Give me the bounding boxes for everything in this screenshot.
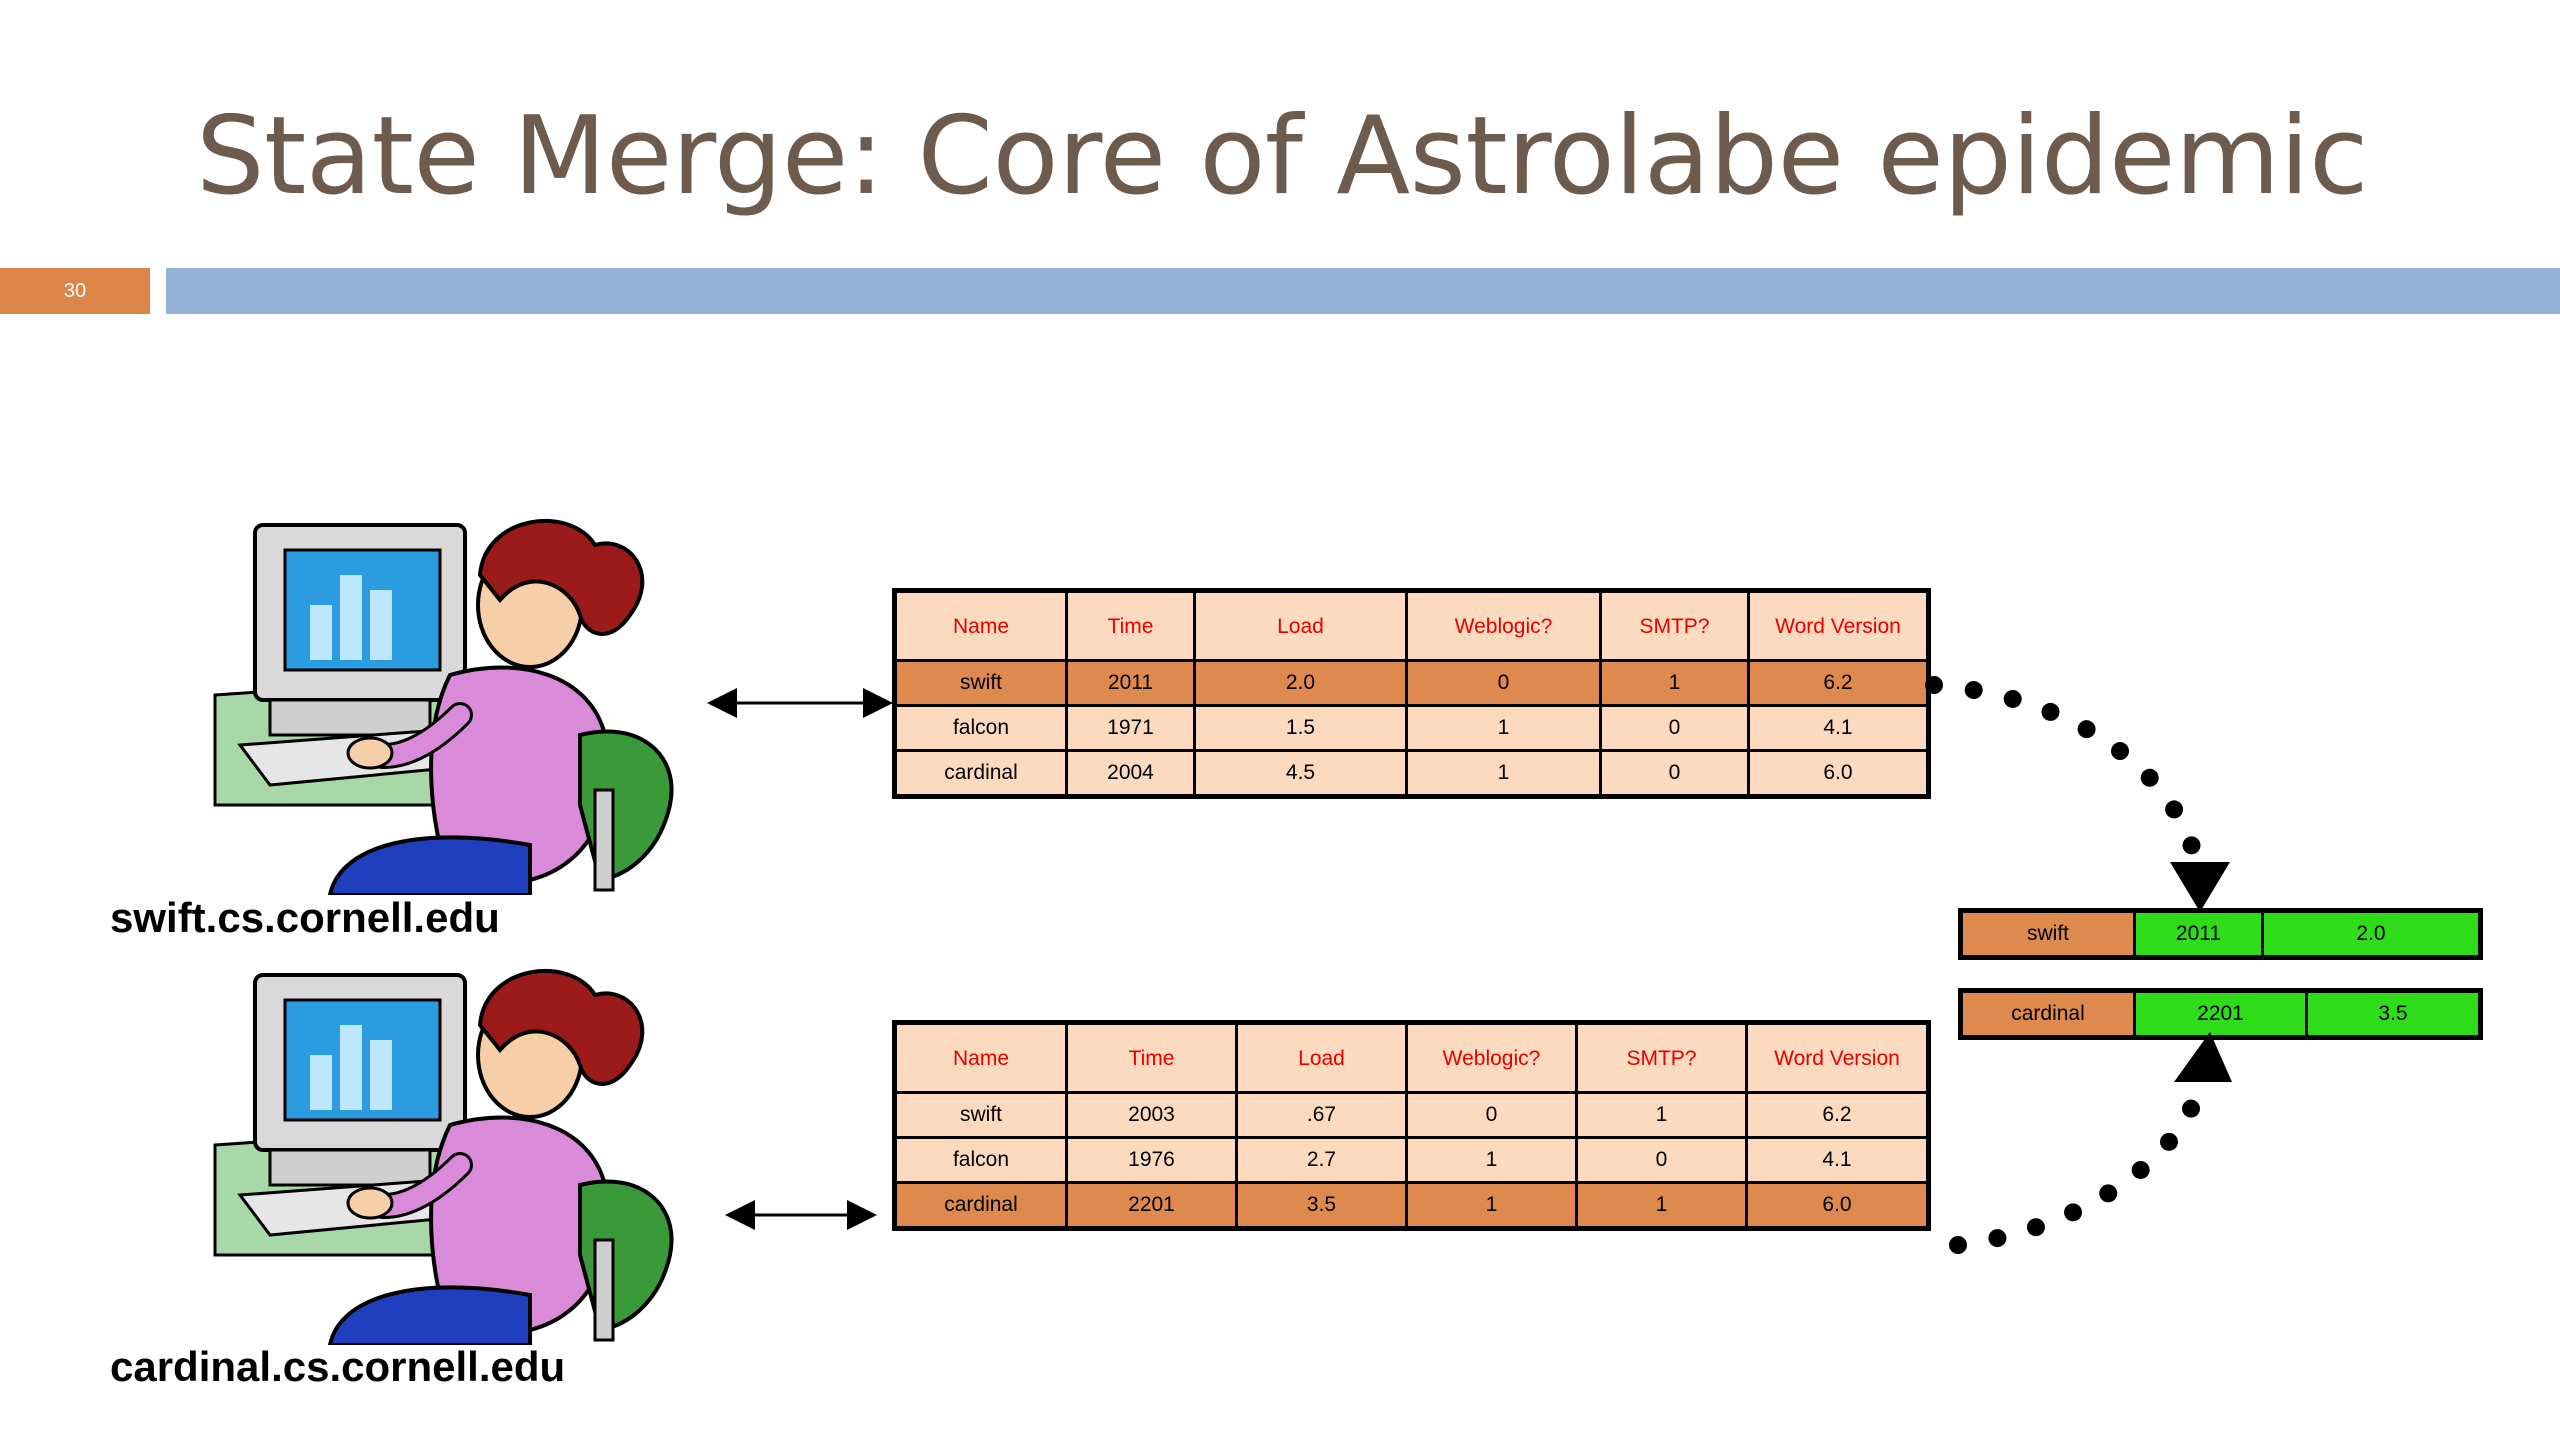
table-row: falcon 1976 2.7 1 0 4.1 (893, 1136, 1930, 1184)
table-header-row: Name Time Load Weblogic? SMTP? Word Vers… (893, 589, 1930, 662)
table-cell: 3.5 (1235, 1181, 1408, 1230)
column-header: Word Version (1745, 1021, 1930, 1094)
merged-cell: 2.0 (2261, 909, 2482, 959)
table-cell: 1 (1575, 1181, 1748, 1230)
computer-user-icon (213, 969, 674, 1345)
merged-cell: 2011 (2133, 909, 2264, 959)
table-cell: 1 (1575, 1091, 1748, 1139)
table-cell: falcon (893, 1136, 1068, 1184)
column-header: SMTP? (1575, 1021, 1748, 1094)
state-table-swift: Name Time Load Weblogic? SMTP? Word Vers… (892, 588, 1931, 799)
table-cell: 1976 (1065, 1136, 1238, 1184)
table-cell: cardinal (893, 1181, 1068, 1230)
merged-cell: swift (1959, 909, 2136, 959)
computer-user-icon (213, 519, 674, 895)
table-row: swift 2003 .67 0 1 6.2 (893, 1091, 1930, 1139)
column-header: Weblogic? (1405, 1021, 1578, 1094)
table-cell: 0 (1599, 704, 1750, 752)
host-label-swift: swift.cs.cornell.edu (110, 894, 500, 941)
table-cell: 1.5 (1193, 704, 1408, 752)
table-cell: 1 (1405, 749, 1602, 798)
table-cell: swift (893, 659, 1068, 707)
table-cell: 2201 (1065, 1181, 1238, 1230)
table-cell: 0 (1405, 659, 1602, 707)
table-header-row: Name Time Load Weblogic? SMTP? Word Vers… (893, 1021, 1930, 1094)
table-cell: 1 (1405, 704, 1602, 752)
table-cell: .67 (1235, 1091, 1408, 1139)
table-cell: falcon (893, 704, 1068, 752)
merged-row-swift: swift 2011 2.0 (1958, 908, 2483, 960)
merged-cell: 2201 (2133, 989, 2308, 1039)
table-cell: 2.7 (1235, 1136, 1408, 1184)
column-header: Word Version (1747, 589, 1930, 662)
arrowhead-icon (2170, 862, 2230, 912)
table-cell: 1 (1599, 659, 1750, 707)
state-table-cardinal: Name Time Load Weblogic? SMTP? Word Vers… (892, 1020, 1931, 1231)
table-row: swift 2011 2.0 0 1 6.2 (893, 659, 1930, 707)
column-header: Time (1065, 589, 1196, 662)
table-cell: 1 (1405, 1181, 1578, 1230)
table-cell: 2.0 (1193, 659, 1408, 707)
table-cell: swift (893, 1091, 1068, 1139)
column-header: Weblogic? (1405, 589, 1602, 662)
table-cell: 2011 (1065, 659, 1196, 707)
table-row: cardinal 2004 4.5 1 0 6.0 (893, 749, 1930, 798)
table-cell: 4.5 (1193, 749, 1408, 798)
column-header: Load (1193, 589, 1408, 662)
table-row: falcon 1971 1.5 1 0 4.1 (893, 704, 1930, 752)
table-cell: 1971 (1065, 704, 1196, 752)
table-cell: cardinal (893, 749, 1068, 798)
title-bar (166, 268, 2560, 314)
table-cell: 4.1 (1747, 704, 1930, 752)
table-cell: 6.0 (1745, 1181, 1930, 1230)
column-header: SMTP? (1599, 589, 1750, 662)
column-header: Name (893, 1021, 1068, 1094)
table-cell: 4.1 (1745, 1136, 1930, 1184)
table-cell: 6.2 (1747, 659, 1930, 707)
table-cell: 0 (1405, 1091, 1578, 1139)
column-header: Time (1065, 1021, 1238, 1094)
host-label-cardinal: cardinal.cs.cornell.edu (110, 1343, 566, 1390)
table-cell: 2004 (1065, 749, 1196, 798)
column-header: Name (893, 589, 1068, 662)
table-row: cardinal 2201 3.5 1 1 6.0 (893, 1181, 1930, 1230)
merged-cell: cardinal (1959, 989, 2136, 1039)
dotted-arrow-icon (1949, 1076, 2209, 1254)
table-cell: 1 (1405, 1136, 1578, 1184)
slide-title: State Merge: Core of Astrolabe epidemic (196, 94, 2368, 219)
column-header: Load (1235, 1021, 1408, 1094)
table-cell: 6.0 (1747, 749, 1930, 798)
table-cell: 2003 (1065, 1091, 1238, 1139)
merged-row-cardinal: cardinal 2201 3.5 (1958, 988, 2483, 1040)
dotted-arrow-icon (1925, 676, 2205, 869)
table-cell: 0 (1575, 1136, 1748, 1184)
table-cell: 6.2 (1745, 1091, 1930, 1139)
table-cell: 0 (1599, 749, 1750, 798)
merged-cell: 3.5 (2305, 989, 2482, 1039)
slide-number: 30 (0, 268, 150, 314)
